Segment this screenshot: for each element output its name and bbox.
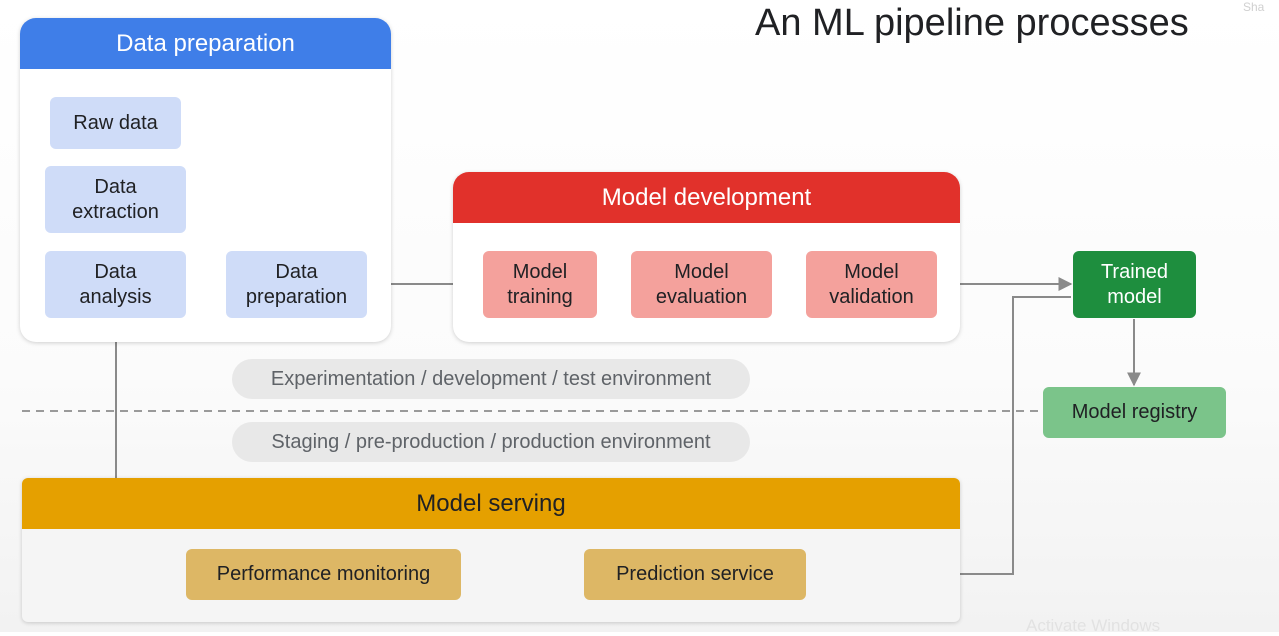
experimentation-environment-label: Experimentation / development / test env… (232, 359, 750, 399)
data-extraction-node: Data extraction (45, 166, 186, 233)
model-training-node: Model training (483, 251, 597, 318)
staging-environment-label: Staging / pre-production / production en… (232, 422, 750, 462)
performance-monitoring-node: Performance monitoring (186, 549, 461, 600)
model-evaluation-node: Model evaluation (631, 251, 772, 318)
page-title: An ML pipeline processes (755, 2, 1189, 44)
model-registry-node: Model registry (1043, 387, 1226, 438)
data-preparation-header: Data preparation (20, 18, 391, 69)
model-serving-header-label: Model serving (416, 489, 566, 517)
model-development-header: Model development (453, 172, 960, 223)
corner-text: Sha (1243, 0, 1265, 14)
model-development-header-label: Model development (601, 183, 812, 211)
model-serving-header: Model serving (22, 478, 960, 529)
model-validation-node: Model validation (806, 251, 937, 318)
activation-watermark: Activate Windows (1026, 616, 1161, 635)
data-preparation-header-label: Data preparation (116, 29, 295, 57)
raw-data-node: Raw data (50, 97, 181, 149)
model-serving-panel: Model serving (22, 478, 960, 622)
prediction-service-node: Prediction service (584, 549, 806, 600)
data-preparation-node: Data preparation (226, 251, 367, 318)
data-analysis-node: Data analysis (45, 251, 186, 318)
trained-model-node: Trained model (1073, 251, 1196, 318)
